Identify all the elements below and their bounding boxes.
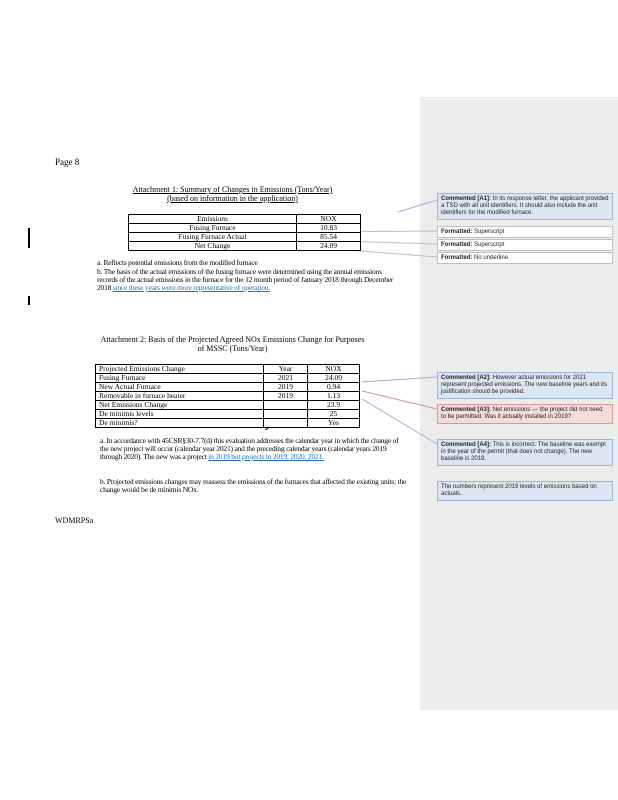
projected-emissions-table: Projected Emissions Change Year NOX Fusi…: [95, 364, 360, 428]
formatted-text: Superscript: [474, 229, 505, 235]
tracked-change-bar: [28, 228, 30, 248]
emissions-summary-table: Emissions NOX Fusing Furnace 10.83 Fusin…: [128, 214, 361, 251]
comment-text: The numbers represent 2019 levels of emi…: [441, 484, 597, 497]
attachment2-title: Attachment 2: Basis of the Projected Agr…: [55, 335, 410, 353]
note-b-text: b. The basis of the actual emissions of …: [97, 267, 394, 292]
comment-bubble[interactable]: Commented [A2]: However actual emissions…: [437, 372, 613, 399]
inserted-text: in 2019 but projects in 2019, 2020, 2021…: [208, 452, 324, 461]
tracked-change-bar: [28, 296, 30, 305]
comment-bubble[interactable]: Commented [A3]: Net emissions — the proj…: [437, 404, 613, 424]
table-cell: 24.09: [296, 241, 361, 251]
inserted-text: since these years were more representati…: [112, 283, 270, 292]
formatted-label: Formatted:: [441, 242, 473, 248]
note-a-text: a. In accordance with 45CSR§30-7.7(d) th…: [100, 436, 399, 461]
comment-bubble[interactable]: Commented [A4]: This is incorrect. The b…: [437, 439, 613, 466]
comment-label: Commented [A1]:: [441, 196, 492, 202]
attachment1-note-a: a. Reflects potential emissions from the…: [97, 258, 258, 267]
attachment1-title-line2: (based on information in the application…: [167, 194, 298, 203]
comment-label: Commented [A4]:: [441, 442, 492, 448]
page-number: Page 8: [55, 157, 80, 167]
attachment1-title-line1: Attachment 1: Summary of Changes in Emis…: [132, 185, 333, 194]
comment-text: In its response letter, the applicant pr…: [441, 196, 609, 216]
attachment2-title-line2: of MSSC (Tons/Year): [197, 344, 268, 353]
comment-label: Commented [A3]:: [441, 407, 492, 413]
formatted-text: No underline: [474, 255, 509, 261]
formatted-label: Formatted:: [441, 255, 473, 261]
comment-label: Commented [A2]:: [441, 375, 492, 381]
table-cell: Yes: [307, 418, 360, 428]
table-row: Net Change 24.09: [128, 241, 361, 251]
formatted-text: Superscript: [474, 242, 505, 248]
comment-bubble[interactable]: Commented [A1]: In its response letter, …: [437, 193, 613, 220]
table-cell: De minimis?: [95, 418, 264, 428]
table-cell: Net Change: [128, 241, 297, 251]
table-cell: [263, 400, 308, 410]
reviewer-initials: WDMRPSa: [55, 516, 94, 525]
attachment1-note-b: b. The basis of the actual emissions of …: [97, 268, 402, 292]
table-cell: 2019: [263, 391, 308, 401]
comment-text: This is incorrect. The baseline was exem…: [441, 442, 606, 462]
attachment1-title: Attachment 1: Summary of Changes in Emis…: [60, 185, 405, 203]
comment-text: However actual emissions for 2021 repres…: [441, 375, 607, 395]
comment-bubble[interactable]: The numbers represent 2019 levels of emi…: [437, 481, 613, 501]
comment-text: Net emissions — the project did not need…: [441, 407, 603, 420]
formatted-label: Formatted:: [441, 229, 473, 235]
attachment2-title-line1: Attachment 2: Basis of the Projected Agr…: [100, 335, 365, 344]
table-cell: [263, 409, 308, 419]
table-row: De minimis? Yes: [95, 418, 360, 428]
attachment2-note-b: b. Projected emissions changes may reass…: [100, 477, 407, 494]
formatted-change-entry[interactable]: Formatted: Superscript: [437, 226, 613, 238]
formatted-change-entry[interactable]: Formatted: No underline: [437, 252, 613, 264]
formatted-change-entry[interactable]: Formatted: Superscript: [437, 239, 613, 251]
attachment2-note-a: a. In accordance with 45CSR§30-7.7(d) th…: [100, 437, 408, 461]
table-cell: [263, 418, 308, 428]
